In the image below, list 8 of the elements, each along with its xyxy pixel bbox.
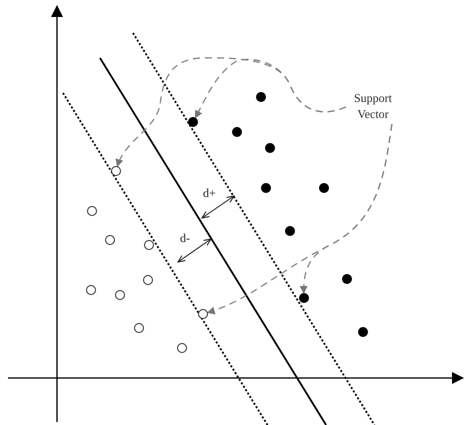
support-vector-point [111,166,121,176]
distance-label: d- [180,231,190,245]
support-vector-point [299,293,309,303]
leader-line [116,57,346,168]
leader-line [206,124,392,314]
support-vector-point [188,117,198,127]
distance-label: d+ [203,186,216,200]
support-vector-point [198,309,208,319]
